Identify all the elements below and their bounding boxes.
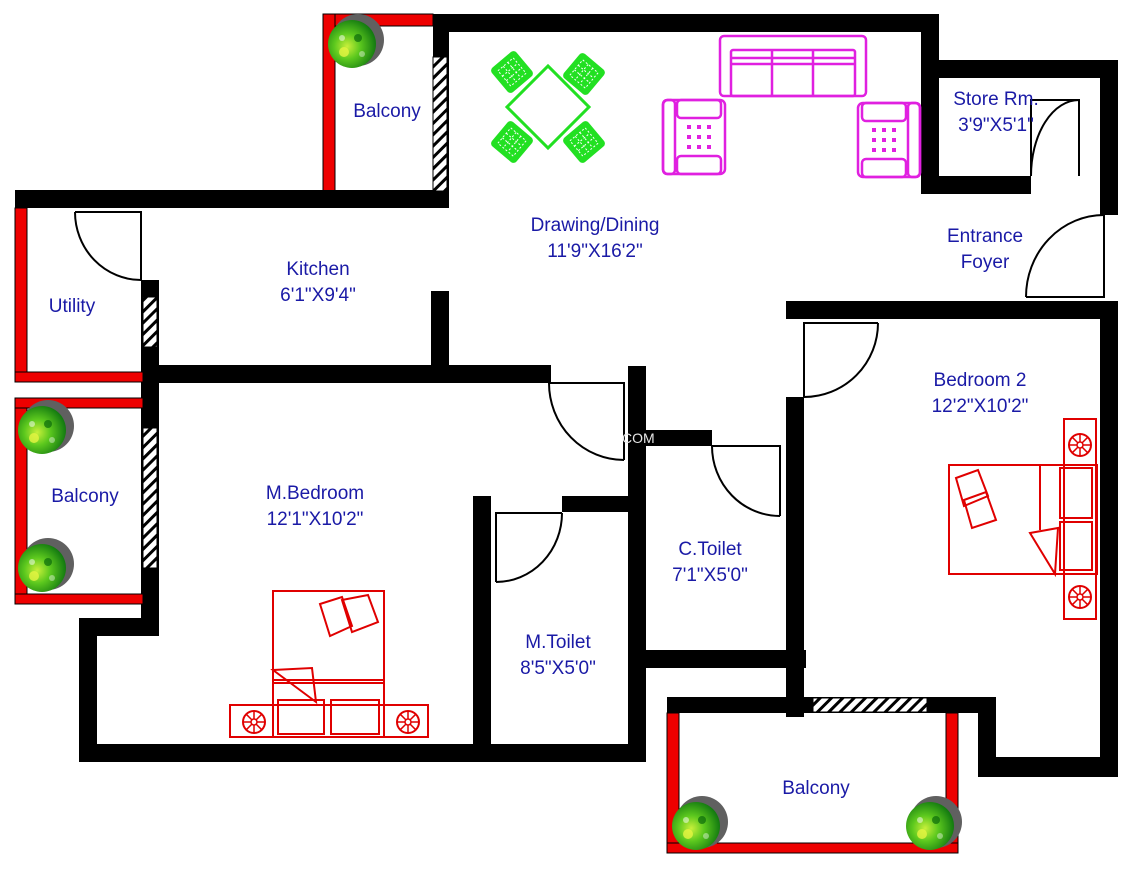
room-size: 12'1"X10'2"	[266, 509, 364, 530]
room-label-master-bedroom: M.Bedroom 12'1"X10'2"	[245, 481, 385, 533]
room-name: M.Bedroom	[265, 483, 365, 504]
room-label-balcony-top: Balcony	[334, 99, 440, 125]
doors	[74, 99, 1105, 583]
room-name: Balcony	[353, 101, 421, 122]
room-label-master-toilet: M.Toilet 8'5"X5'0"	[498, 630, 618, 682]
room-name: Drawing/Dining	[530, 215, 660, 236]
room-label-entrance-foyer: Entrance Foyer	[930, 224, 1040, 276]
room-name: Balcony	[51, 486, 119, 507]
room-label-drawing-dining: Drawing/Dining 11'9"X16'2"	[505, 213, 685, 265]
room-size: 8'5"X5'0"	[520, 658, 596, 679]
room-name: Bedroom 2	[933, 370, 1027, 391]
room-label-utility: Utility	[27, 294, 117, 320]
room-label-kitchen: Kitchen 6'1"X9'4"	[258, 257, 378, 309]
room-name: Store Rm.	[953, 89, 1039, 110]
room-size: 7'1"X5'0"	[672, 565, 748, 586]
room-label-store-room: Store Rm. 3'9"X5'1"	[936, 87, 1056, 139]
bedroom2-bed	[948, 418, 1098, 620]
room-name: Entrance	[946, 226, 1024, 247]
room-size: 3'9"X5'1"	[958, 115, 1034, 136]
dining-table-set	[488, 48, 608, 166]
room-name: M.Toilet	[525, 632, 591, 653]
room-name: Utility	[48, 296, 96, 317]
room-label-balcony-bottom: Balcony	[760, 776, 872, 802]
room-size: 12'2"X10'2"	[931, 396, 1029, 417]
room-size: 11'9"X16'2"	[547, 241, 643, 262]
room-label-common-toilet: C.Toilet 7'1"X5'0"	[650, 537, 770, 589]
room-size: 6'1"X9'4"	[280, 285, 356, 306]
sofa-set	[661, 34, 922, 179]
master-bed	[229, 590, 429, 738]
room-name: C.Toilet	[678, 539, 742, 560]
room-name-line2: Foyer	[960, 252, 1010, 273]
room-name: Kitchen	[286, 259, 350, 280]
windows	[142, 56, 928, 713]
room-label-bedroom-2: Bedroom 2 12'2"X10'2"	[910, 368, 1050, 420]
room-label-balcony-left: Balcony	[30, 484, 140, 510]
watermark: COM	[622, 430, 655, 446]
room-name: Balcony	[782, 778, 850, 799]
